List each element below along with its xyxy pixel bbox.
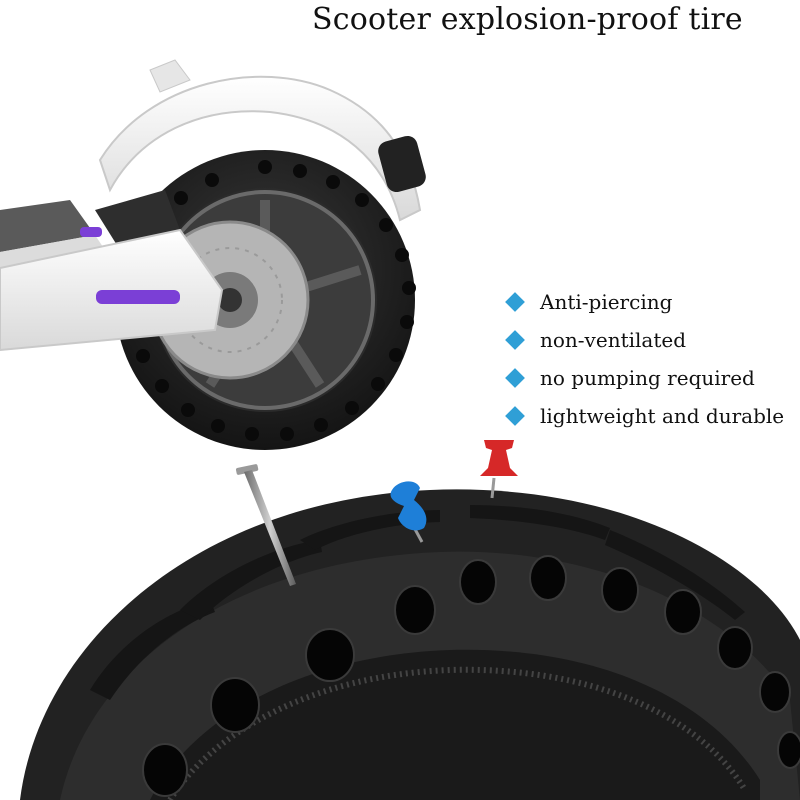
- nail-icon: [235, 464, 296, 586]
- blue-pushpin-icon: [390, 481, 427, 543]
- tire-holes-closeup: [142, 555, 800, 797]
- diamond-icon: [505, 406, 525, 426]
- diamond-icon: [505, 368, 525, 388]
- diamond-icon: [505, 330, 525, 350]
- diamond-icon: [505, 292, 525, 312]
- feature-item: no pumping required: [504, 359, 784, 397]
- purple-accent: [96, 290, 180, 304]
- scooter-image: [0, 59, 426, 450]
- scooter-deck: [0, 200, 95, 252]
- feature-label: lightweight and durable: [540, 404, 785, 428]
- feature-label: Anti-piercing: [540, 290, 673, 314]
- tire-closeup: [20, 489, 800, 800]
- scooter-fender: [98, 75, 422, 222]
- feature-item: non-ventilated: [504, 321, 784, 359]
- page-title: Scooter explosion-proof tire: [312, 2, 743, 37]
- red-pushpin-icon: [480, 440, 518, 499]
- feature-list: Anti-piercing non-ventilated no pumping …: [504, 283, 784, 435]
- feature-label: no pumping required: [540, 366, 755, 390]
- feature-item: Anti-piercing: [504, 283, 784, 321]
- rear-light: [378, 135, 426, 193]
- feature-label: non-ventilated: [540, 328, 687, 352]
- feature-item: lightweight and durable: [504, 397, 784, 435]
